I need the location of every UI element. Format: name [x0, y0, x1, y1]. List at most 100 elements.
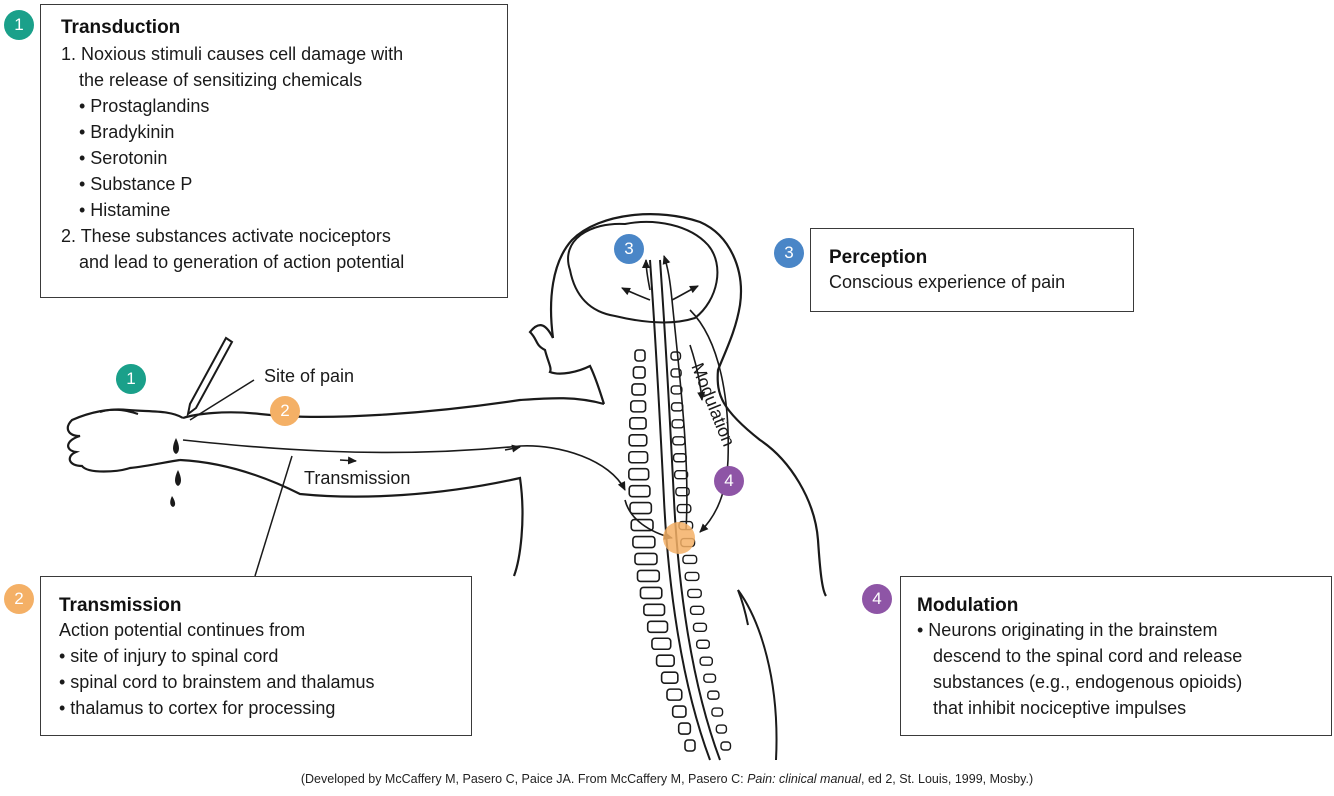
vertebra-process [672, 453, 687, 463]
vertebra [634, 552, 658, 566]
arm-bottom [179, 458, 524, 577]
modulation-line: descend to the spinal cord and release [933, 646, 1243, 666]
vertebra [629, 501, 653, 515]
site-of-pain-pointer [189, 379, 255, 421]
body-outline [549, 213, 827, 597]
vertebra [632, 366, 646, 379]
vertebra [629, 417, 647, 430]
transmission-title: Transmission [59, 595, 182, 616]
vertebra-process [715, 724, 728, 734]
vertebra-process [672, 436, 686, 446]
vertebra [646, 620, 669, 634]
modulation-title: Modulation [917, 595, 1019, 616]
modulation-badge: 4 [862, 584, 892, 614]
transmission-pointer [254, 455, 293, 577]
vertebra-process [682, 554, 698, 565]
perception-badge: 3 [774, 238, 804, 268]
vertebra-process [689, 605, 705, 616]
perception-title: Perception [829, 247, 928, 268]
vertebra-process [711, 707, 724, 717]
vertebra-process [671, 419, 685, 429]
figure-badge-perception: 3 [614, 234, 644, 264]
transduction-bullet: • Prostaglandins [79, 96, 210, 116]
figure-badge-transduction: 1 [116, 364, 146, 394]
transmission-bullet: • site of injury to spinal cord [59, 646, 279, 666]
vertebra-process [692, 622, 708, 633]
vertebra-process [703, 673, 717, 683]
face-profile [528, 324, 606, 405]
vertebra-process [687, 588, 702, 599]
transmission-box: Transmission Action potential continues … [40, 576, 472, 736]
synapse-highlight [663, 522, 695, 554]
transmission-bullet: • thalamus to cortex for processing [59, 698, 336, 718]
transduction-line: and lead to generation of action potenti… [79, 252, 405, 272]
vertebra [684, 739, 696, 752]
figure-badge-transmission: 2 [270, 396, 300, 426]
vertebra-process [670, 402, 684, 412]
vertebra [666, 688, 683, 701]
transduction-title: Transduction [61, 17, 181, 38]
vertebra [643, 603, 666, 617]
vertebra-process [696, 639, 710, 649]
transduction-bullet: • Bradykinin [79, 122, 175, 142]
transmission-badge: 2 [4, 584, 34, 614]
modulation-line: that inhibit nociceptive impulses [933, 698, 1187, 718]
vertebra-process [684, 571, 700, 582]
transmission-label: Transmission [304, 468, 411, 488]
source-caption: (Developed by McCaffery M, Pasero C, Pai… [0, 772, 1334, 786]
transduction-line: 2. These substances activate nociceptors [61, 226, 391, 246]
vertebra [628, 467, 650, 481]
vertebra-process [707, 690, 720, 700]
caption-text-end: , ed 2, St. Louis, 1999, Mosby.) [861, 772, 1034, 786]
caption-book-title: Pain: clinical manual [747, 772, 862, 786]
spinal-cord [649, 259, 711, 761]
hand [66, 408, 184, 473]
vertebra [655, 654, 675, 668]
vertebra [628, 450, 649, 464]
vertebra-process [699, 656, 714, 666]
modulation-pathway [689, 309, 730, 533]
transmission-line: Action potential continues from [59, 620, 306, 640]
modulation-line: substances (e.g., endogenous opioids) [933, 672, 1243, 692]
caption-text: (Developed by McCaffery M, Pasero C, Pai… [300, 772, 748, 786]
vertebra [628, 484, 651, 498]
brain-icon [567, 220, 719, 324]
scalpel [186, 336, 234, 417]
transduction-badge: 1 [4, 10, 34, 40]
vertebra-process [720, 741, 732, 751]
vertebra [639, 586, 663, 600]
vertebra [634, 349, 646, 362]
vertebra [671, 705, 687, 718]
vertebra [628, 433, 648, 447]
perception-text: Conscious experience of pain [829, 272, 1066, 292]
transduction-bullet: • Substance P [79, 174, 193, 194]
vertebra [632, 535, 656, 549]
vertebra [629, 400, 647, 413]
vertebra-process [673, 469, 689, 480]
vertebra [660, 671, 679, 684]
vertebra [677, 722, 692, 735]
transmission-pathway [182, 439, 626, 491]
transduction-line: the release of sensitizing chemicals [79, 70, 363, 90]
vertebra [651, 637, 672, 651]
transduction-line: 1. Noxious stimuli causes cell damage wi… [61, 44, 404, 64]
transduction-bullet: • Serotonin [79, 148, 168, 168]
ascending-pathway [662, 255, 688, 531]
spinal-column [628, 349, 732, 752]
vertebra-process [670, 351, 682, 361]
site-of-pain-label: Site of pain [264, 366, 355, 386]
modulation-bullet: • Neurons originating in the brainstem [917, 620, 1218, 640]
modulation-box: Modulation • Neurons originating in the … [900, 576, 1332, 736]
vertebra-process [675, 486, 690, 497]
perception-box: Perception Conscious experience of pain [810, 228, 1134, 312]
arm-top [182, 397, 605, 420]
figure-badge-modulation: 4 [714, 466, 744, 496]
vertebra [631, 383, 647, 396]
vertebra-process [670, 385, 683, 395]
transduction-box: Transduction 1. Noxious stimuli causes c… [40, 4, 508, 298]
vertebra-process [676, 503, 692, 514]
vertebra [636, 569, 661, 583]
transmission-bullet: • spinal cord to brainstem and thalamus [59, 672, 375, 692]
transduction-bullet: • Histamine [79, 200, 171, 220]
